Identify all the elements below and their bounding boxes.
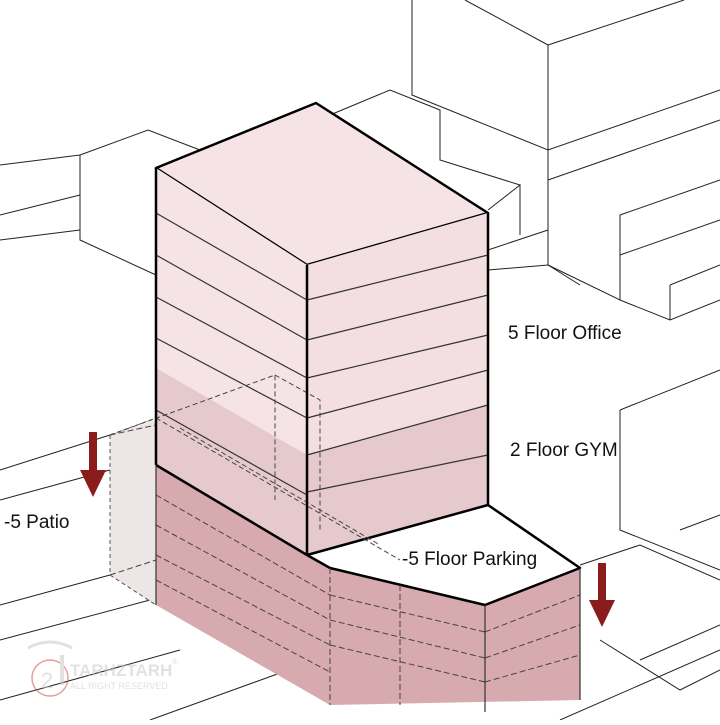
down-arrow-icon (80, 432, 106, 497)
hidden-lines (109, 374, 401, 561)
parking-floor-lines (109, 424, 581, 705)
floor-lines (155, 212, 489, 496)
watermark-logo-icon: 2 TARHZTARH ® ALL RIGHT RESERVED (27, 640, 178, 697)
parking-outline (155, 465, 581, 712)
watermark-mark: 2 (41, 668, 53, 693)
down-arrow-icon (589, 563, 615, 627)
patio-volume (109, 417, 157, 606)
tower-outline (154, 168, 490, 557)
watermark-registered: ® (172, 657, 178, 666)
watermark-brand: TARHZTARH (70, 661, 172, 680)
parking-volume (156, 465, 582, 705)
label-patio: -5 Patio (4, 512, 69, 533)
label-parking: -5 Floor Parking (402, 549, 537, 570)
watermark-tagline: ALL RIGHT RESERVED (70, 681, 168, 691)
label-office: 5 Floor Office (508, 323, 622, 344)
office-volume (154, 101, 490, 455)
label-gym: 2 Floor GYM (510, 440, 618, 461)
